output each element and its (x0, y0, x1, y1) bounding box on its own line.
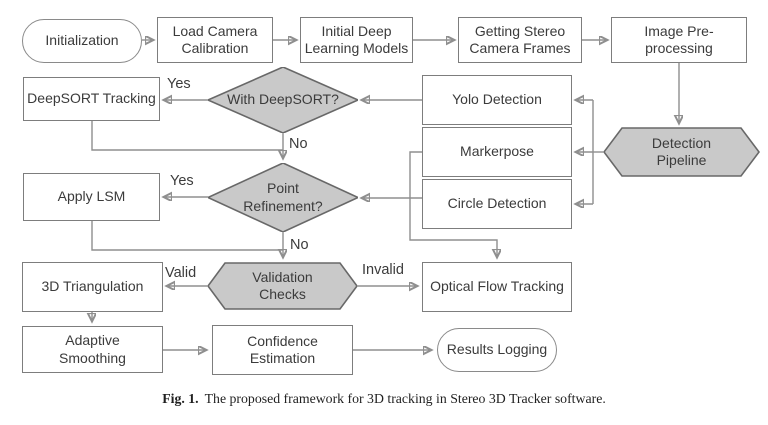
edge-label-no-deepsort: No (289, 136, 308, 152)
node-circle-detection: Circle Detection (422, 179, 572, 229)
node-detection-pipeline: Detection Pipeline (603, 127, 760, 177)
node-yolo-detection: Yolo Detection (422, 75, 572, 125)
node-label: Detection Pipeline (651, 134, 712, 168)
node-label: 3D Triangulation (41, 278, 144, 295)
node-markerpose: Markerpose (422, 127, 572, 177)
node-label: Initial Deep Learning Models (304, 22, 409, 56)
node-label: Results Logging (446, 341, 548, 358)
figure-caption: Fig. 1. The proposed framework for 3D tra… (0, 391, 768, 407)
node-label: With DeepSORT? (227, 91, 339, 108)
node-label: Validation Checks (252, 268, 313, 302)
node-label: Apply LSM (57, 188, 126, 205)
node-label: Confidence Estimation (247, 332, 318, 366)
node-apply-lsm: Apply LSM (23, 173, 160, 221)
caption-label: Fig. 1. (162, 391, 199, 406)
node-3d-triangulation: 3D Triangulation (22, 262, 163, 312)
node-image-pre-processing: Image Pre-processing (611, 17, 747, 63)
node-initialization: Initialization (22, 19, 142, 63)
node-with-deepsort-decision: With DeepSORT? (208, 67, 358, 133)
node-label: Adaptive Smoothing (59, 332, 126, 366)
node-optical-flow-tracking: Optical Flow Tracking (422, 262, 572, 312)
node-results-logging: Results Logging (437, 328, 557, 372)
node-initial-deep-learning-models: Initial Deep Learning Models (300, 17, 413, 63)
node-label: DeepSORT Tracking (27, 90, 156, 107)
node-label: Circle Detection (447, 195, 547, 212)
diamond-shape (208, 163, 358, 232)
node-load-camera-calibration: Load Camera Calibration (157, 17, 273, 63)
edge-label-valid: Valid (165, 265, 197, 281)
node-label: Optical Flow Tracking (430, 278, 564, 295)
edge-label-yes-refinement: Yes (170, 173, 194, 189)
hexagon-shape (603, 127, 760, 177)
node-label: Getting Stereo Camera Frames (469, 22, 571, 56)
node-adaptive-smoothing: Adaptive Smoothing (22, 326, 163, 373)
node-label: Load Camera Calibration (172, 22, 258, 56)
caption-text: The proposed framework for 3D tracking i… (204, 391, 606, 406)
node-label: Point Refinement? (243, 180, 323, 214)
diamond-shape (208, 67, 358, 133)
edge-label-no-refinement: No (290, 237, 309, 253)
node-getting-stereo-camera-frames: Getting Stereo Camera Frames (458, 17, 582, 63)
node-confidence-estimation: Confidence Estimation (212, 325, 353, 375)
node-label: Image Pre-processing (644, 22, 714, 56)
node-validation-checks: Validation Checks (207, 262, 358, 310)
edge-label-invalid: Invalid (362, 262, 404, 278)
node-deepsort-tracking: DeepSORT Tracking (23, 77, 160, 121)
edge-label-yes-deepsort: Yes (167, 76, 191, 92)
node-label: Markerpose (460, 143, 534, 160)
hexagon-shape (207, 262, 358, 310)
node-label: Yolo Detection (452, 91, 542, 108)
node-point-refinement-decision: Point Refinement? (208, 163, 358, 232)
node-label: Initialization (45, 32, 119, 49)
